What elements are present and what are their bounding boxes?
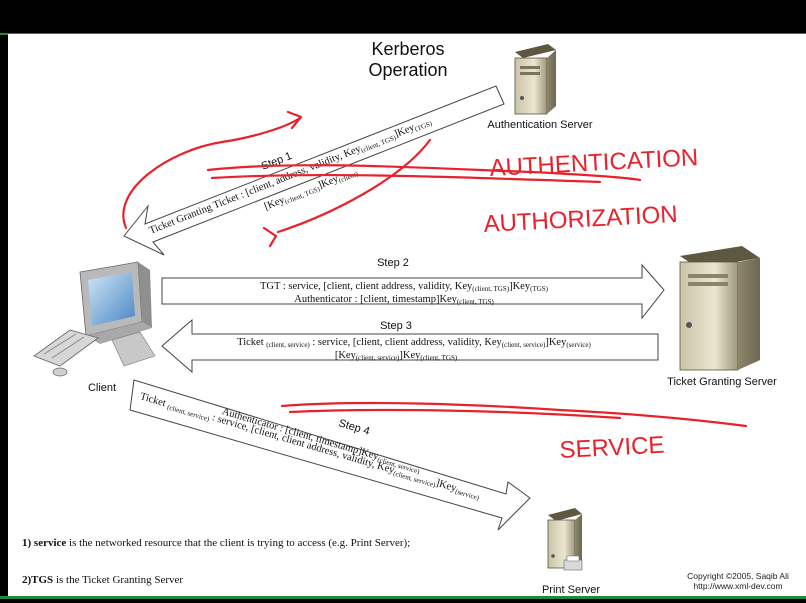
step3-label: Step 3 — [380, 320, 412, 332]
client-label: Client — [88, 382, 116, 394]
title-line-2: Operation — [368, 60, 447, 80]
step3-arrow: Step 3 Ticket (client, service) : servic… — [161, 318, 659, 374]
step2-label: Step 2 — [377, 257, 409, 269]
title-line-1: Kerberos — [371, 39, 444, 59]
client-computer-icon — [79, 261, 156, 367]
step2-arrow: Step 2 TGT : service, [client, client ad… — [161, 257, 665, 320]
step1-arrow: Ticket Granting Ticket : [client, addres… — [123, 85, 505, 256]
step3-line1: Ticket (client, service) : service, [cli… — [237, 337, 591, 349]
diagram-title: Kerberos Operation — [368, 39, 447, 80]
step2-line1: TGT : service, [client, client address, … — [260, 281, 549, 293]
ink-scribble-step4 — [280, 401, 748, 428]
print-server-icon — [547, 508, 583, 571]
authentication-server-icon — [514, 44, 556, 115]
step3-line2: [Key(client, service)]Key(client, TGS) — [335, 350, 458, 362]
ink-annotations — [122, 110, 748, 428]
keyboard-icon — [33, 329, 99, 367]
auth-server-label: Authentication Server — [487, 119, 593, 131]
step2-line2: Authenticator : [client, timestamp]Key(c… — [294, 294, 494, 306]
bottom-border-line — [0, 596, 806, 599]
ink-scribble-through-step1 — [206, 164, 642, 184]
copyright-line-1: Copyright ©2005, Saqib Ali — [687, 571, 789, 581]
annotation-authentication: AUTHENTICATION — [489, 144, 699, 182]
printer-icon — [563, 555, 583, 571]
ink-curve-down — [262, 138, 432, 248]
copyright-line-2: http://www.xml-dev.com — [693, 581, 782, 591]
tgs-server-label: Ticket Granting Server — [667, 376, 777, 388]
ink-arrowhead-top — [286, 110, 303, 130]
ink-curve-left — [122, 116, 302, 230]
footnote-2: 2)TGS is the Ticket Granting Server — [22, 574, 183, 586]
mouse-icon — [52, 367, 68, 377]
annotation-authorization: AUTHORIZATION — [483, 201, 678, 238]
annotation-service: SERVICE — [559, 432, 665, 464]
ticket-granting-server-icon — [679, 246, 760, 371]
step4-label: Step 4 — [337, 417, 371, 437]
footnote-1: 1) service is the networked resource tha… — [22, 537, 410, 549]
print-server-label: Print Server — [542, 584, 600, 596]
